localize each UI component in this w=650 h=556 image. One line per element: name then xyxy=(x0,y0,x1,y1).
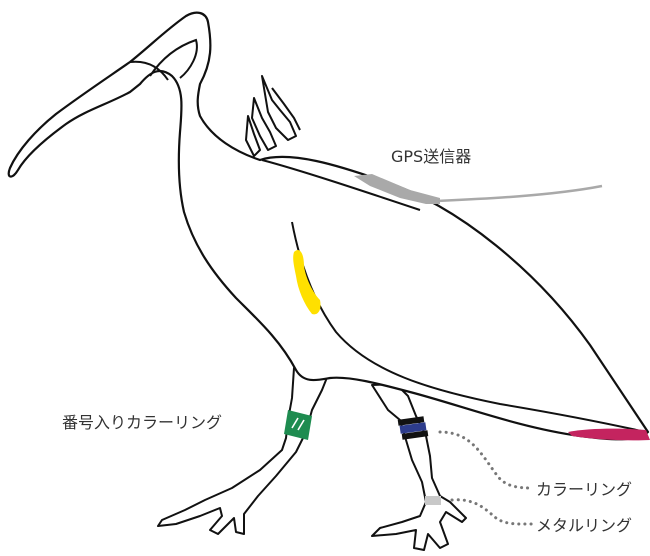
right-leg xyxy=(371,383,467,551)
neck-plumes xyxy=(245,75,301,157)
metal-ring xyxy=(425,496,441,505)
color-ring-blue xyxy=(399,422,427,434)
metal-ring-leader xyxy=(450,498,534,526)
gps-transmitter-label: GPS送信器 xyxy=(391,147,472,166)
head-detail-line xyxy=(149,38,198,79)
left-leg xyxy=(157,367,331,535)
numbered-color-ring-label: 番号入りカラーリング xyxy=(62,413,223,432)
metal-ring-label: メタルリング xyxy=(536,516,633,535)
beak-inner-line xyxy=(129,60,169,81)
color-ring-label: カラーリング xyxy=(536,480,633,499)
color-ring-black-top xyxy=(397,416,425,426)
bird-body-outline xyxy=(7,11,650,441)
gps-device xyxy=(354,174,440,204)
gps-antenna xyxy=(435,184,603,203)
numbered-color-ring xyxy=(284,410,312,440)
tail-color-patch xyxy=(568,428,650,441)
yellow-wing-patch xyxy=(293,249,321,315)
wing-top-line xyxy=(261,159,421,211)
color-ring-black-bottom xyxy=(401,430,429,440)
color-ring-leader xyxy=(438,430,534,490)
